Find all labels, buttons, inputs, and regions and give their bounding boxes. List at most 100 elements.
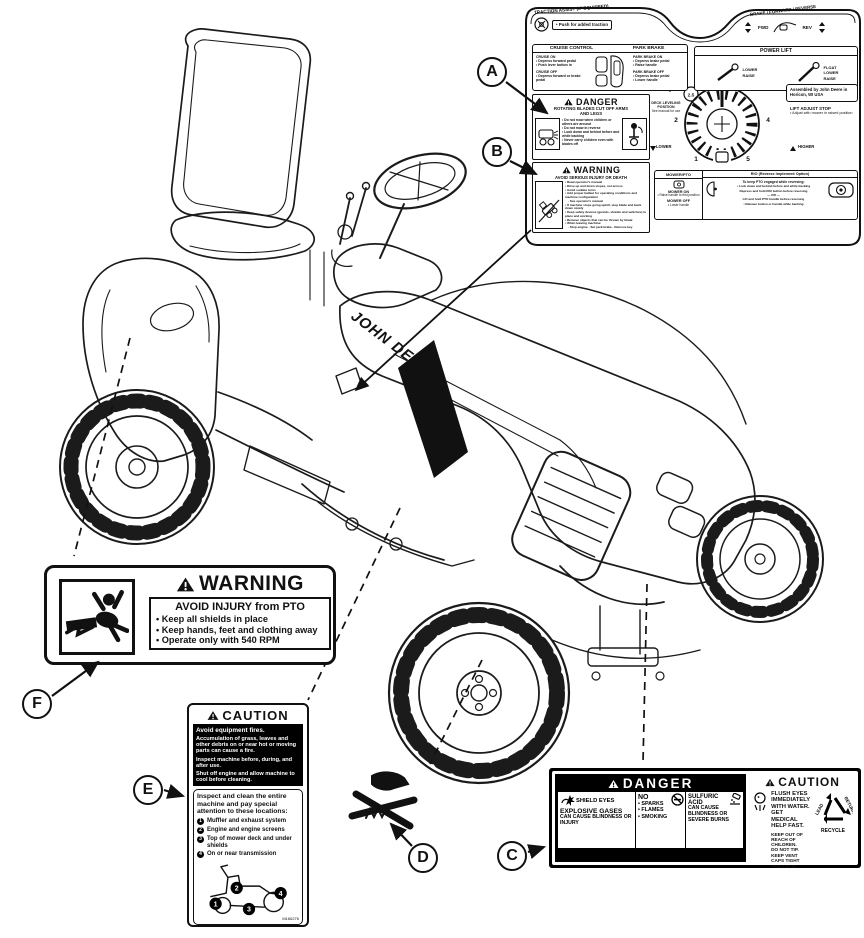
front-right-wheel <box>696 495 824 623</box>
warning-triangle-icon <box>176 577 195 591</box>
svg-text:RECYCLE: RECYCLE <box>821 828 846 834</box>
headlights <box>656 471 706 538</box>
lift-lever-icon <box>716 63 739 81</box>
svg-text:LEAD: LEAD <box>814 802 825 816</box>
leader-to-deck-pictogram <box>429 659 483 765</box>
rear-wheel <box>59 389 215 545</box>
fire-label-title: CAUTION <box>222 708 289 723</box>
inspect-item: 2 Engine and engine screens <box>197 827 299 835</box>
console-warning-title: WARNING <box>573 165 621 175</box>
traction-assist-section: TRACTION ASSIST (IF EQUIPPED) • Push for… <box>534 3 658 32</box>
pto-label-bullets: • Keep all shields in place • Keep hands… <box>156 614 318 646</box>
pedal-up-down-icon <box>818 21 825 33</box>
warning-triangle-icon <box>608 779 619 788</box>
battery-danger-panel: DANGER SHIELD EYES EXPLOSIVE GASES CAN C… <box>555 774 747 862</box>
pto-switch-icon <box>673 180 684 189</box>
rev-label: REV <box>802 24 812 30</box>
leader-to-pto-label <box>73 337 131 557</box>
callout-b: B <box>482 137 512 167</box>
power-lift-raise-label: RAISE <box>742 73 755 78</box>
console-instruction-decal: 3 2 4 1 5 2.5 TRACTION ASSIST (IF EQUIPP… <box>524 0 864 250</box>
sulfuric-acid-cell: SULFURIC ACID CAN CAUSE BLINDNESS OR SEV… <box>686 792 743 848</box>
traction-assist-note: • Push for added traction <box>552 19 613 30</box>
diff-lock-icon <box>534 17 549 32</box>
inspect-item: 4 On or near transmission <box>197 851 299 859</box>
no-smoking-icon <box>671 793 684 806</box>
battery-danger-label: DANGER SHIELD EYES EXPLOSIVE GASES CAN C… <box>549 768 861 869</box>
pto-label-title: WARNING <box>199 572 304 595</box>
lower-arrow-icon <box>650 146 656 151</box>
dial-number-2: 2 <box>674 117 678 124</box>
inspect-item: 3 Top of mower deck and under shields <box>197 836 299 849</box>
mower-rio-box: MOWER/PTO MOWER ON • Raise handle to fir… <box>654 170 858 220</box>
inspect-item: 1 Muffler and exhaust system <box>197 818 299 826</box>
slope-tractor-pictogram <box>538 199 560 223</box>
brake-pedal-icon <box>773 22 797 33</box>
pedals-illustration <box>595 55 624 88</box>
dial-higher-label: HIGHER <box>798 144 815 149</box>
item-number-badge: 3 <box>197 836 204 844</box>
dial-number-5: 5 <box>746 156 750 163</box>
fire-label-inspect-panel: Inspect and clean the entire machine and… <box>193 789 303 926</box>
rio-section: RIO (Reverse Implement Option) To keep P… <box>703 171 857 219</box>
fwd-label: FWD <box>758 24 769 30</box>
power-lift-lower-label: LOWER <box>742 67 758 72</box>
fire-label-part-code: M166276 <box>282 916 299 922</box>
warning-triangle-icon <box>561 166 571 174</box>
battery-caution-title: CAUTION <box>778 775 840 789</box>
lift-lever-icon <box>797 62 820 82</box>
fire-label-intro: Inspect and clean the entire machine and… <box>197 793 288 816</box>
power-lift-lower2-label: LOWER <box>823 70 839 76</box>
cruise-control-title: CRUISE CONTROL <box>549 46 594 51</box>
item-number-badge: 2 <box>197 827 204 835</box>
seat-cushion <box>170 211 315 261</box>
brake-forward-reverse-section: BRAKE / FORWARD / REVERSE FWD REV <box>736 4 858 34</box>
dashed-leader-lines <box>73 337 648 765</box>
grille <box>511 450 632 581</box>
console-danger-box: DANGER ROTATING BLADES CUT OFF ARMS AND … <box>532 94 650 160</box>
hood <box>339 290 756 585</box>
fire-label-black-panel: Avoid equipment fires. Accumulation of g… <box>193 724 303 787</box>
console-warning-heading: AVOID SERIOUS INJURY OR DEATH <box>555 175 627 180</box>
front-left-wheel <box>387 601 571 785</box>
deck-hand-cut-pictogram <box>344 768 424 838</box>
explosion-eye-icon <box>561 795 575 806</box>
item-number-badge: 1 <box>197 818 204 826</box>
console-warning-bullets: • Read operator's manual • Drive up and … <box>565 180 647 229</box>
sulfuric-acid-icon <box>730 793 741 805</box>
leader-to-battery-label <box>642 583 648 764</box>
rear-fender <box>82 257 220 463</box>
power-lift-title: POWER LIFT <box>695 47 857 56</box>
leader-to-fire-label <box>307 507 401 701</box>
console-warning-box: WARNING AVOID SERIOUS INJURY OR DEATH <box>532 162 650 233</box>
dial-number-1: 1 <box>694 156 698 163</box>
explosive-gases-cell: SHIELD EYES EXPLOSIVE GASES CAN CAUSE BL… <box>558 792 636 848</box>
pedal-up-down-icon <box>745 21 751 33</box>
power-lift-float-label: FLOAT <box>823 64 837 70</box>
console-danger-bullets: • Do not mow when children or others are… <box>562 117 620 147</box>
dial-number-4: 4 <box>766 117 770 124</box>
mow-discharge-pictogram <box>537 129 558 146</box>
pto-entanglement-pictogram <box>65 590 129 643</box>
mower-deck <box>301 483 445 561</box>
cruise-park-box: CRUISE CONTROL PARK BRAKE CRUISE ON • De… <box>532 44 688 91</box>
pto-pictogram-box <box>59 579 135 655</box>
slope-pictogram-box <box>535 181 563 229</box>
power-lift-box: POWER LIFT LOWER RAISE FLOA <box>694 46 858 91</box>
inspection-locations-mini-tractor: 1 2 3 4 <box>209 864 287 916</box>
control-levers <box>339 187 367 245</box>
pto-warning-label: WARNING AVOID INJURY from PTO • Keep all… <box>44 565 336 665</box>
battery-danger-title: DANGER <box>622 776 694 791</box>
steering-wheel <box>373 152 467 210</box>
callout-a: A <box>477 57 507 87</box>
park-on-off-text: PARK BRAKE ON • Depress brake pedal • Ra… <box>633 55 670 83</box>
fire-caution-label: CAUTION Avoid equipment fires. Accumulat… <box>187 703 309 927</box>
rider-look-back-pictogram <box>628 122 643 146</box>
battery-caution-panel: CAUTION FLUSH EYES IMMEDIATELY WITH WATE… <box>750 774 855 869</box>
rio-button-icon <box>706 181 717 197</box>
no-sparks-cell: NO • SPARKS • FLAMES • SMOKING <box>636 792 686 848</box>
svg-text:RETURN: RETURN <box>843 796 853 815</box>
flush-eyes-icon <box>754 792 766 811</box>
deck-leveling-note: DECK LEVELING POSITION See manual for us… <box>651 101 681 114</box>
